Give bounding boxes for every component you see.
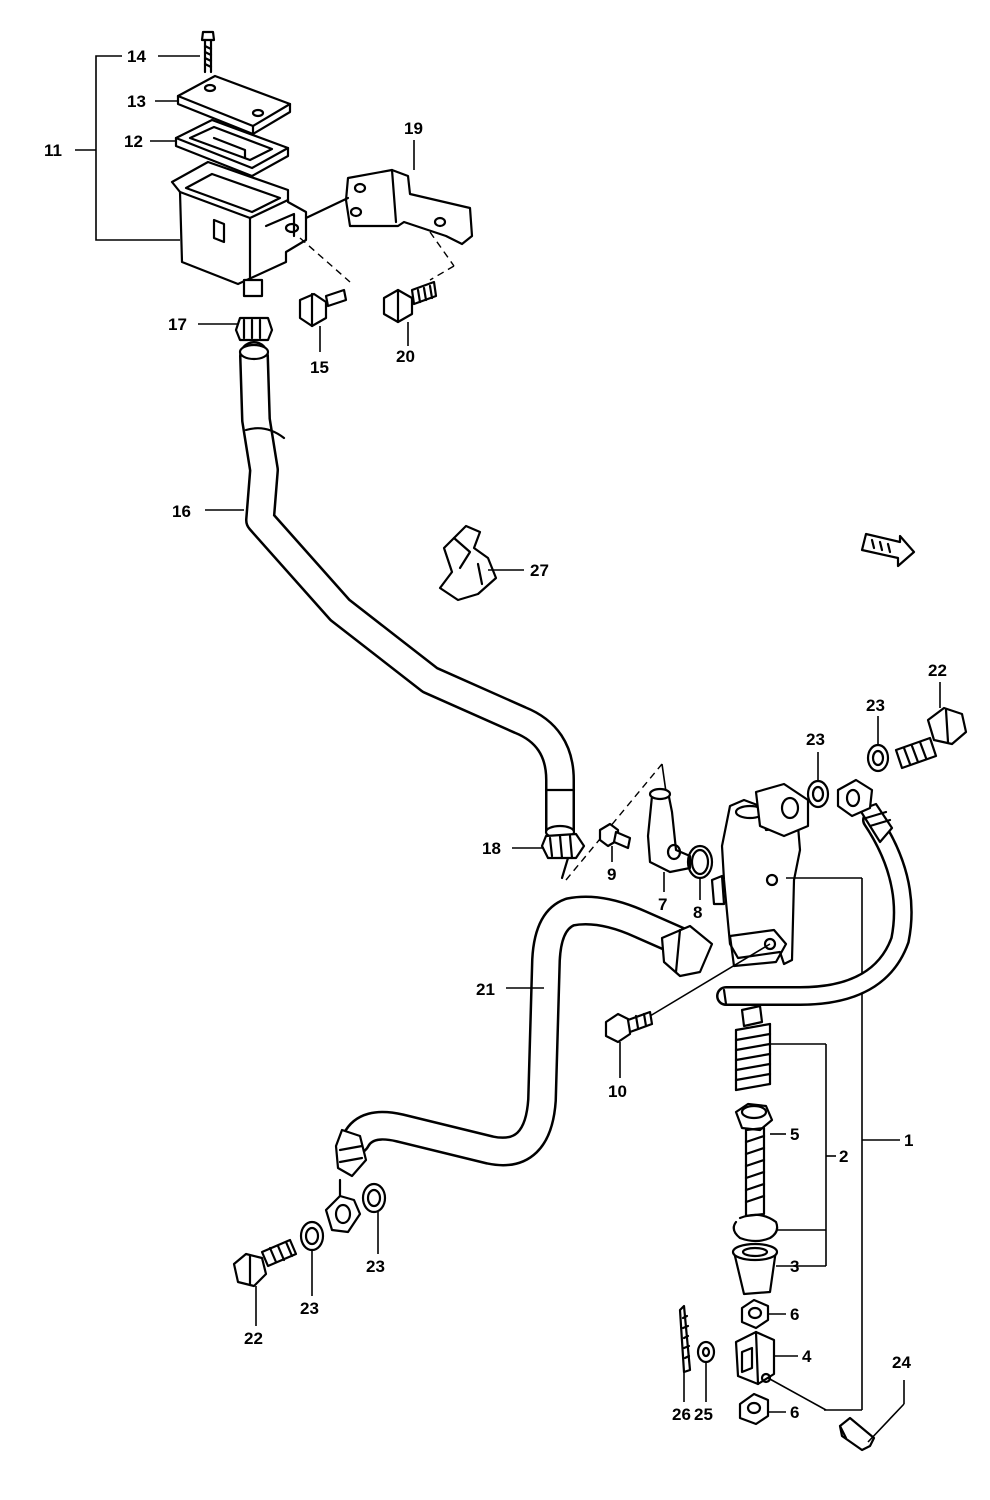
brake-hose-upper-icon — [716, 778, 913, 1006]
front-direction-arrow-icon — [860, 532, 916, 568]
label-2: 2 — [839, 1147, 848, 1166]
hose-clamp-18-icon — [540, 832, 586, 880]
label-9: 9 — [607, 865, 616, 884]
screw-10-icon — [604, 1010, 654, 1044]
label-17: 17 — [168, 315, 187, 334]
label-23-upper-b: 23 — [866, 696, 885, 715]
screw-14-icon — [200, 30, 216, 74]
label-26: 26 — [672, 1405, 691, 1424]
banjo-bolt-22-lower-icon — [232, 1238, 298, 1288]
label-21: 21 — [476, 980, 495, 999]
sealing-washer-23-lower-a-icon — [299, 1220, 325, 1252]
label-11: 11 — [44, 141, 62, 160]
label-25: 25 — [694, 1405, 713, 1424]
label-15: 15 — [310, 358, 329, 377]
sealing-washer-23-lower-b-icon — [361, 1182, 387, 1214]
label-1: 1 — [904, 1131, 913, 1150]
nut-6-upper-icon — [740, 1298, 770, 1330]
label-19: 19 — [404, 119, 423, 138]
cotter-pin-26-icon — [678, 1304, 692, 1374]
label-8: 8 — [693, 903, 702, 922]
washer-25-icon — [696, 1340, 716, 1364]
brake-hose-21-icon — [324, 895, 714, 1234]
reservoir-body-icon — [170, 160, 308, 298]
nut-6-lower-icon — [738, 1392, 770, 1426]
label-16: 16 — [172, 502, 191, 521]
boot-3-icon — [731, 1242, 779, 1296]
label-22-lower: 22 — [244, 1329, 263, 1348]
part-number-labels: 14 13 12 11 19 17 15 20 16 27 22 23 23 1… — [44, 47, 947, 1424]
bolt-20-icon — [382, 280, 438, 324]
hose-clip-27-icon — [438, 524, 498, 602]
reservoir-hose-16-icon — [238, 341, 576, 845]
label-6-lower: 6 — [790, 1403, 799, 1422]
hose-clamp-17-icon — [234, 316, 274, 342]
sealing-washer-23-upper-a-icon — [806, 779, 830, 809]
label-24: 24 — [892, 1353, 911, 1372]
label-5: 5 — [790, 1125, 799, 1144]
sealing-washer-23-upper-b-icon — [866, 743, 890, 773]
bracket-19-icon — [304, 168, 474, 246]
label-10: 10 — [608, 1082, 627, 1101]
bolt-15-icon — [298, 288, 348, 328]
label-14: 14 — [127, 47, 146, 66]
label-3: 3 — [790, 1257, 799, 1276]
label-6-upper: 6 — [790, 1305, 799, 1324]
banjo-bolt-22-upper-icon — [894, 706, 968, 770]
label-7: 7 — [658, 895, 667, 914]
reservoir-cap-13-icon — [176, 74, 292, 136]
reservoir-assembly — [75, 30, 351, 298]
diaphragm-12-icon — [174, 118, 290, 178]
label-13: 13 — [127, 92, 146, 111]
circlip-icon — [732, 1213, 779, 1243]
clevis-joint-4-icon — [734, 1330, 776, 1386]
inlet-fitting-7-icon — [646, 787, 692, 874]
label-23-upper-a: 23 — [806, 730, 825, 749]
clevis-pin-24-icon — [838, 1416, 876, 1452]
label-12: 12 — [124, 132, 143, 151]
label-23-lower-b: 23 — [366, 1257, 385, 1276]
o-ring-8-icon — [686, 844, 714, 880]
label-27: 27 — [530, 561, 549, 580]
master-cylinder-body-icon — [710, 782, 810, 968]
label-20: 20 — [396, 347, 415, 366]
piston-5-icon — [734, 1102, 774, 1218]
screw-9-icon — [598, 822, 632, 850]
label-18: 18 — [482, 839, 501, 858]
label-22-upper: 22 — [928, 661, 947, 680]
spring-icon — [734, 1004, 772, 1092]
label-4: 4 — [802, 1347, 812, 1366]
label-23-lower-a: 23 — [300, 1299, 319, 1318]
